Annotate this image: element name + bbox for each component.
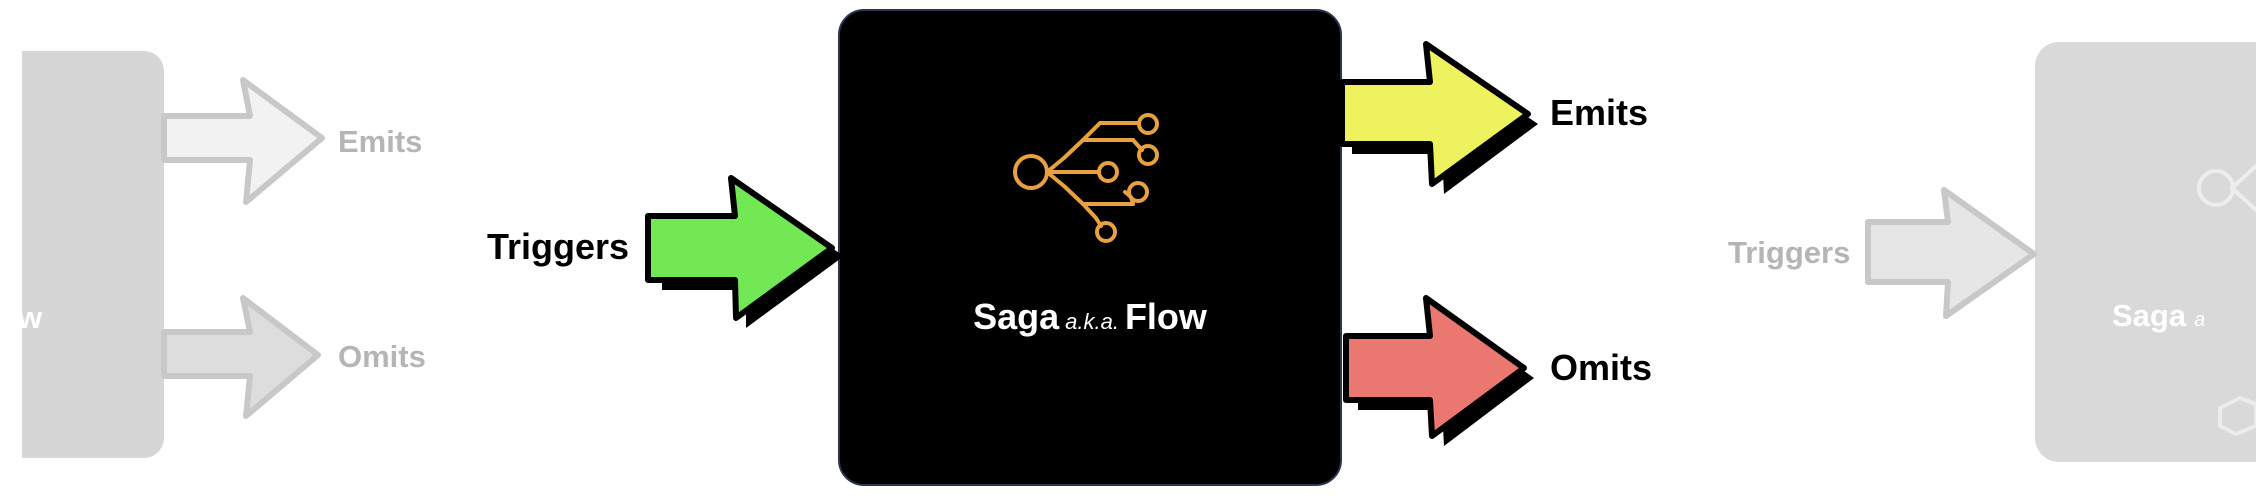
ghost-left-emits-arrow — [161, 77, 325, 205]
omits-label: Omits — [1550, 347, 1653, 388]
saga-flow-box — [838, 9, 1342, 486]
emits-arrow — [1339, 41, 1538, 194]
triggers-arrow — [645, 175, 844, 328]
ghost-right-branch-icon — [2197, 164, 2256, 212]
ghost-left-emits-label: Emits — [338, 124, 423, 159]
ghost-right-cube-icon — [2218, 396, 2256, 436]
ghost-left-omits-arrow — [161, 295, 321, 419]
triggers-label: Triggers — [487, 226, 630, 267]
ghost-saga-box-right — [2035, 42, 2256, 462]
ghost-right-title-saga: Saga — [2112, 298, 2187, 333]
ghost-right-triggers-label: Triggers — [1728, 235, 1851, 270]
title-saga: Saga — [973, 296, 1060, 337]
ghost-left-omits-label: Omits — [338, 339, 426, 374]
ghost-right-triggers-arrow — [1865, 187, 2037, 319]
branching-flow-icon — [1013, 113, 1159, 243]
ghost-right-title-aka: a — [2194, 309, 2206, 331]
omits-arrow — [1343, 295, 1534, 446]
title-flow: Flow — [1124, 296, 1207, 337]
emits-label: Emits — [1550, 92, 1649, 133]
ghost-saga-box-left — [22, 51, 164, 458]
ghost-left-title-fragment: w — [18, 300, 43, 335]
title-aka: a.k.a. — [1065, 309, 1119, 334]
